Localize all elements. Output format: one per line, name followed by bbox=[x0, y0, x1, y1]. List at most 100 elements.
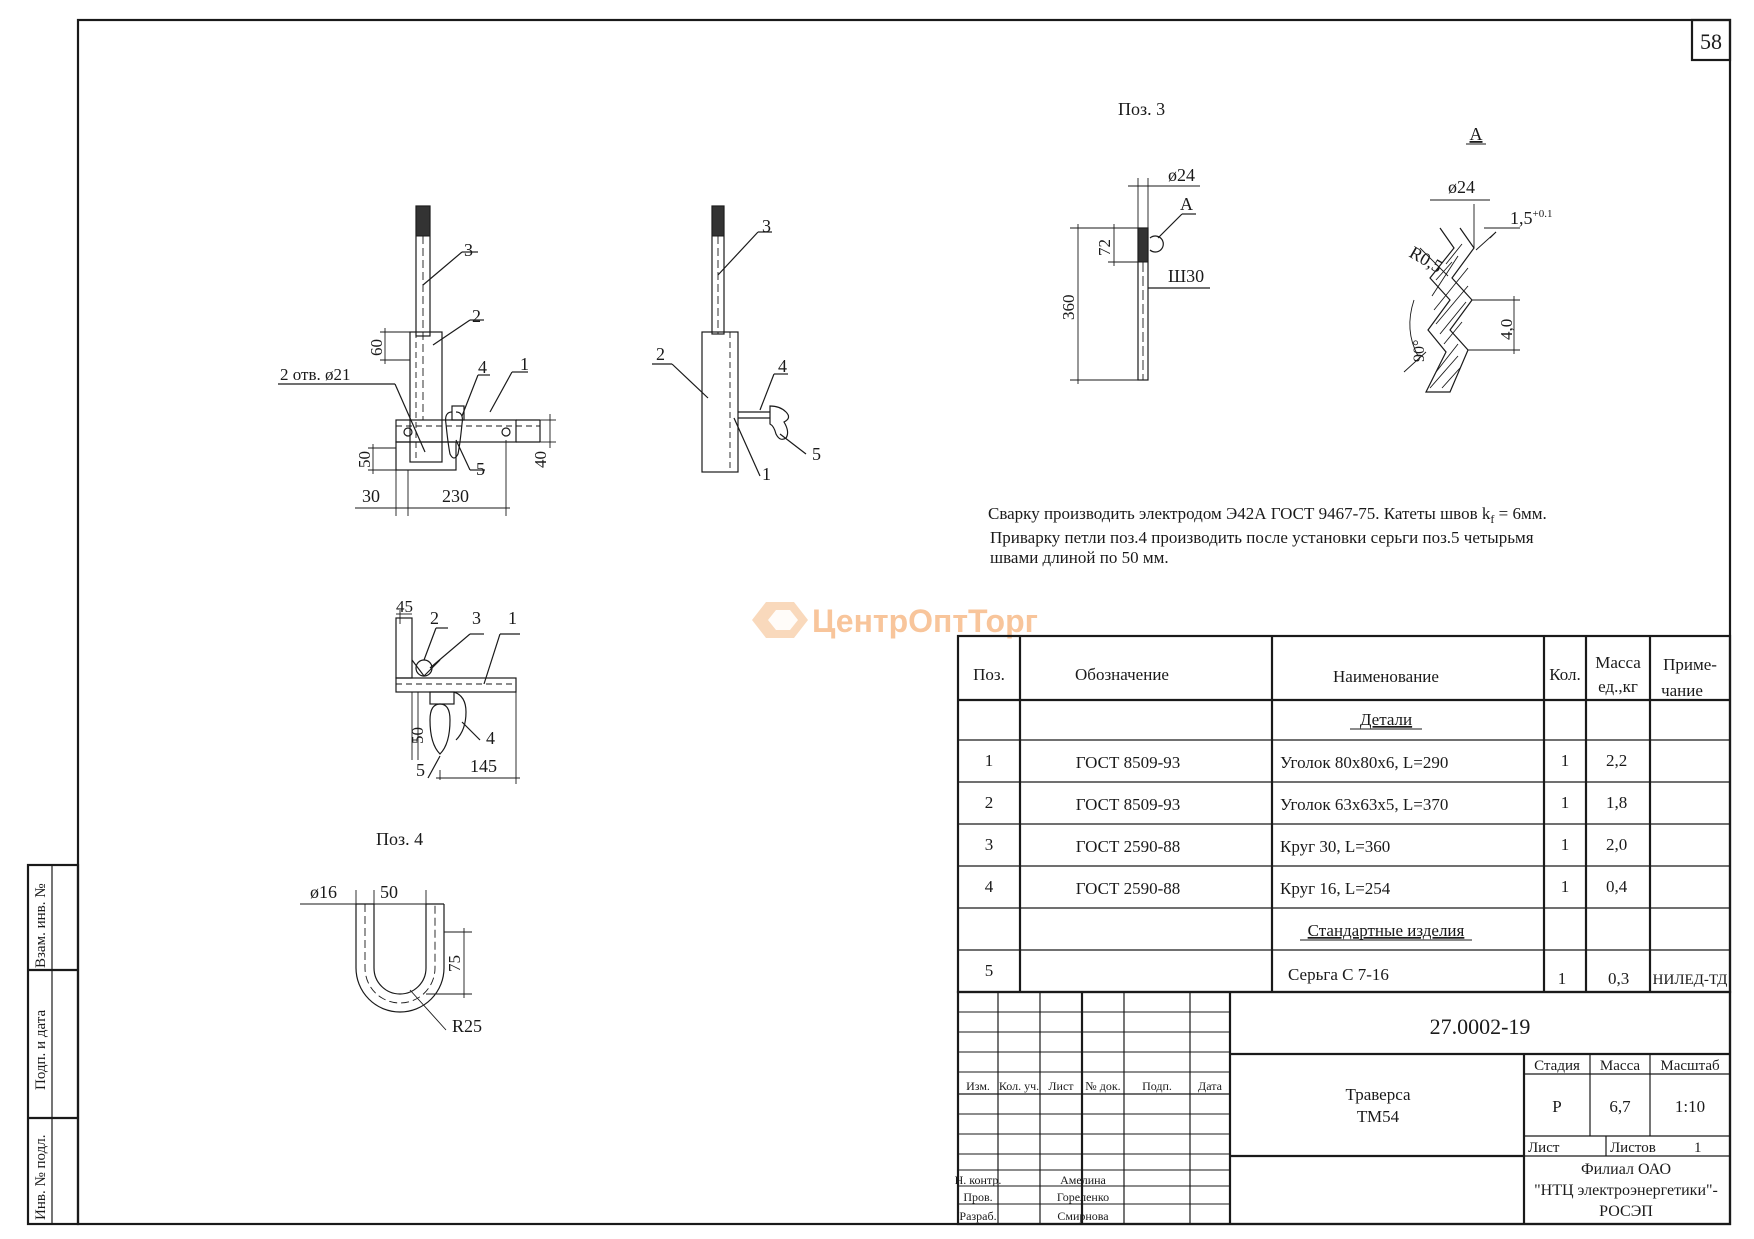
tb-name2: ТМ54 bbox=[1357, 1107, 1400, 1126]
part-poz3: Поз. 3 ø24 А 72 360 Ш30 bbox=[1059, 99, 1210, 384]
view1-dim-60: 60 bbox=[367, 339, 386, 356]
svg-text:1: 1 bbox=[985, 751, 994, 770]
view1-holes: 2 отв. ø21 bbox=[280, 365, 350, 384]
svg-text:Уголок 80х80х6, L=290: Уголок 80х80х6, L=290 bbox=[1280, 753, 1448, 772]
view1-dim-230: 230 bbox=[442, 486, 469, 506]
table-row: 5 Серьга С 7-16 1 0,3 НИЛЕД-ТД bbox=[985, 961, 1728, 988]
tb-h-masshtab: Масштаб bbox=[1660, 1058, 1720, 1074]
svg-text:2: 2 bbox=[985, 793, 994, 812]
view1-label-5: 5 bbox=[476, 459, 485, 479]
svg-text:4: 4 bbox=[985, 877, 994, 896]
view-side-assembly: 3 2 4 1 5 bbox=[652, 205, 821, 484]
side-stamp: Взам. инв. № Подп. и дата Инв. № подл. bbox=[26, 863, 80, 1226]
table-row: 2 ГОСТ 8509-93 Уголок 63х63х5, L=370 1 1… bbox=[985, 793, 1628, 814]
svg-text:1,8: 1,8 bbox=[1606, 793, 1627, 812]
welding-notes: Сварку производить электродом Э42А ГОСТ … bbox=[988, 504, 1547, 567]
tb-org3: РОСЭП bbox=[1599, 1203, 1653, 1220]
spec-header-massa2: ед.,кг bbox=[1598, 677, 1638, 696]
part-poz4: Поз. 4 ø16 50 75 R25 bbox=[300, 829, 482, 1036]
spec-section-standard: Стандартные изделия bbox=[1308, 921, 1465, 940]
svg-text:2,2: 2,2 bbox=[1606, 751, 1627, 770]
svg-text:0,3: 0,3 bbox=[1608, 969, 1629, 988]
side-stamp-inv: Инв. № подл. bbox=[33, 1135, 49, 1220]
view1-dim-50: 50 bbox=[355, 451, 374, 468]
poz3-dim-360: 360 bbox=[1059, 295, 1078, 321]
svg-text:1: 1 bbox=[1561, 751, 1570, 770]
view3-label-3: 3 bbox=[472, 608, 481, 628]
poz4-d16: ø16 bbox=[310, 882, 337, 902]
svg-text:Серьга С 7-16: Серьга С 7-16 bbox=[1288, 965, 1389, 984]
tb-h-izm: Изм. bbox=[966, 1079, 990, 1093]
view3-dim-145: 145 bbox=[470, 756, 497, 776]
detail-a-dim-40: 4,0 bbox=[1497, 319, 1516, 340]
svg-text:ГОСТ 2590-88: ГОСТ 2590-88 bbox=[1076, 837, 1181, 856]
tb-h-list: Лист bbox=[1048, 1079, 1074, 1093]
tb-code: 27.0002-19 bbox=[1430, 1014, 1531, 1039]
svg-text:ГОСТ 8509-93: ГОСТ 8509-93 bbox=[1076, 753, 1181, 772]
sheet-frame bbox=[76, 18, 1732, 1226]
detail-a-d24: ø24 bbox=[1448, 177, 1475, 197]
watermark-text: ЦентрОптТорг bbox=[812, 603, 1038, 639]
svg-text:2,0: 2,0 bbox=[1606, 835, 1627, 854]
tb-name1: Траверса bbox=[1345, 1085, 1411, 1104]
svg-text:1: 1 bbox=[1561, 877, 1570, 896]
view2-label-4: 4 bbox=[778, 356, 787, 376]
poz4-title: Поз. 4 bbox=[376, 829, 423, 849]
view3-label-5: 5 bbox=[416, 760, 425, 780]
notes-line1: Сварку производить электродом Э42А ГОСТ … bbox=[988, 504, 1547, 526]
tb-h-date: Дата bbox=[1198, 1079, 1223, 1093]
watermark: ЦентрОптТорг bbox=[752, 602, 1038, 639]
view2-label-1: 1 bbox=[762, 464, 771, 484]
view1-dim-30: 30 bbox=[362, 486, 380, 506]
side-stamp-vzam: Взам. инв. № bbox=[33, 883, 49, 968]
tb-h-sheet: Лист bbox=[1528, 1140, 1560, 1156]
svg-text:0,4: 0,4 bbox=[1606, 877, 1628, 896]
spec-header-poz: Поз. bbox=[973, 665, 1005, 684]
detail-a-r05: R0,5 bbox=[1406, 242, 1446, 277]
svg-text:1: 1 bbox=[1561, 793, 1570, 812]
detail-a: А ø24 1,5+0.1 R0,5 90° 4,0 bbox=[1403, 124, 1552, 393]
tb-v-sheets: 1 bbox=[1694, 1140, 1702, 1156]
view-top-assembly: 45 2 3 1 50 4 5 145 bbox=[395, 597, 520, 784]
poz3-dim-72: 72 bbox=[1095, 239, 1114, 256]
spec-header-naim: Наименование bbox=[1333, 667, 1439, 686]
spec-header-kol: Кол. bbox=[1549, 665, 1581, 684]
svg-text:Уголок 63х63х5, L=370: Уголок 63х63х5, L=370 bbox=[1280, 795, 1448, 814]
title-block: Изм. Кол. уч. Лист № док. Подп. Дата Н. … bbox=[955, 990, 1732, 1226]
svg-text:1: 1 bbox=[1558, 969, 1567, 988]
poz4-d75: 75 bbox=[445, 955, 464, 972]
spec-header-massa1: Масса bbox=[1595, 653, 1641, 672]
tb-org1: Филиал ОАО bbox=[1581, 1161, 1671, 1178]
table-row: 1 ГОСТ 8509-93 Уголок 80х80х6, L=290 1 2… bbox=[985, 751, 1628, 772]
poz4-d50: 50 bbox=[380, 882, 398, 902]
poz3-a-mark: А bbox=[1180, 194, 1193, 214]
svg-text:ГОСТ 8509-93: ГОСТ 8509-93 bbox=[1076, 795, 1181, 814]
view3-label-4: 4 bbox=[486, 728, 495, 748]
view3-label-2: 2 bbox=[430, 608, 439, 628]
tb-org2: "НТЦ электроэнергетики"- bbox=[1534, 1182, 1718, 1199]
spec-header-oboz: Обозначение bbox=[1075, 665, 1169, 684]
svg-text:Круг 16, L=254: Круг 16, L=254 bbox=[1280, 879, 1391, 898]
tb-row-prov: Пров. bbox=[963, 1190, 992, 1204]
detail-a-angle: 90° bbox=[1411, 340, 1428, 362]
spec-header-prim2: чание bbox=[1661, 681, 1703, 700]
svg-text:3: 3 bbox=[985, 835, 994, 854]
poz4-r25: R25 bbox=[452, 1016, 482, 1036]
tb-h-stadia: Стадия bbox=[1534, 1058, 1580, 1074]
tb-name-prov: Гореленко bbox=[1057, 1190, 1109, 1204]
svg-text:НИЛЕД-ТД: НИЛЕД-ТД bbox=[1653, 972, 1728, 988]
tb-h-doc: № док. bbox=[1085, 1079, 1120, 1093]
table-row: 4 ГОСТ 2590-88 Круг 16, L=254 1 0,4 bbox=[985, 877, 1628, 898]
view-front-assembly: 3 2 4 1 5 2 отв. ø21 60 50 40 30 230 bbox=[278, 205, 556, 516]
view1-label-2: 2 bbox=[472, 306, 481, 326]
sheet-number: 58 bbox=[1700, 29, 1722, 54]
tb-v-massa: 6,7 bbox=[1609, 1097, 1631, 1116]
tb-row-razrab: Разраб. bbox=[959, 1209, 996, 1223]
table-row: 3 ГОСТ 2590-88 Круг 30, L=360 1 2,0 bbox=[985, 835, 1628, 856]
view3-dim-45: 45 bbox=[396, 597, 413, 616]
svg-text:Круг 30, L=360: Круг 30, L=360 bbox=[1280, 837, 1390, 856]
tb-v-masshtab: 1:10 bbox=[1675, 1097, 1705, 1116]
view2-label-5: 5 bbox=[812, 444, 821, 464]
detail-a-title: А bbox=[1470, 124, 1483, 144]
